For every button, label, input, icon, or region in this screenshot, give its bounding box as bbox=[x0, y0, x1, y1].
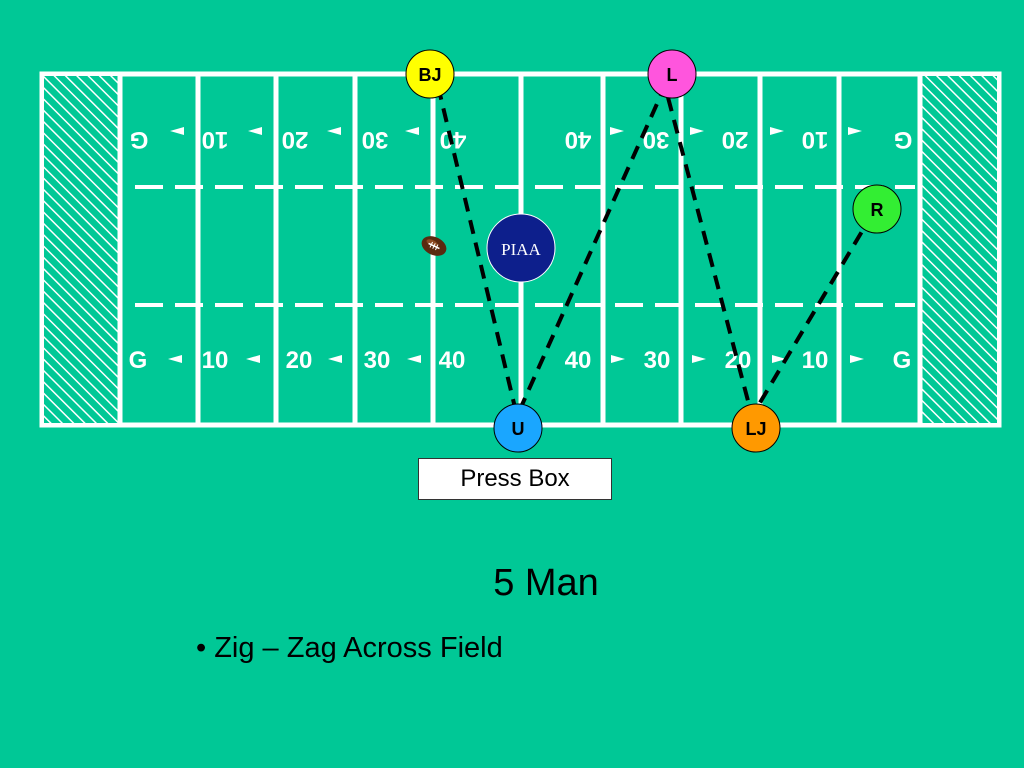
yard-number-top: G bbox=[130, 126, 149, 153]
yard-number-top: G bbox=[894, 126, 913, 153]
official-marker bbox=[647, 49, 697, 99]
yard-number-top: 20 bbox=[722, 126, 749, 153]
yard-number-bottom: 40 bbox=[565, 347, 592, 374]
arrow-marker bbox=[168, 355, 182, 363]
official-l: L bbox=[647, 49, 697, 99]
yard-number-bottom: 20 bbox=[286, 347, 313, 374]
arrow-marker bbox=[611, 355, 625, 363]
arrow-marker bbox=[772, 355, 786, 363]
yard-number-bottom: 10 bbox=[202, 347, 229, 374]
official-label: BJ bbox=[418, 65, 441, 85]
yard-number-top: 40 bbox=[440, 126, 467, 153]
yard-number-top: 30 bbox=[362, 126, 389, 153]
arrow-marker bbox=[328, 355, 342, 363]
yard-number-top: 40 bbox=[565, 126, 592, 153]
direction-arrows-top bbox=[170, 127, 862, 135]
arrow-marker bbox=[850, 355, 864, 363]
press-box-label: Press Box bbox=[460, 465, 570, 492]
official-marker bbox=[731, 403, 781, 453]
official-u: U bbox=[493, 403, 543, 453]
yard-number-bottom: 10 bbox=[802, 347, 829, 374]
slide-title: 5 Man bbox=[493, 562, 599, 604]
official-lj: LJ bbox=[731, 403, 781, 453]
arrow-marker bbox=[848, 127, 862, 135]
endzone-left bbox=[40, 72, 122, 427]
direction-arrows-bottom bbox=[168, 355, 864, 363]
official-marker bbox=[852, 184, 902, 234]
press-box: Press Box bbox=[418, 458, 612, 500]
midfield-logo-text: PIAA bbox=[501, 240, 541, 259]
yard-number-bottom: G bbox=[893, 347, 912, 374]
official-label: LJ bbox=[745, 419, 766, 439]
yard-number-top: 10 bbox=[802, 126, 829, 153]
arrow-marker bbox=[610, 127, 624, 135]
arrow-marker bbox=[248, 127, 262, 135]
official-bj: BJ bbox=[405, 49, 455, 99]
arrow-marker bbox=[405, 127, 419, 135]
yard-number-bottom: 30 bbox=[644, 347, 671, 374]
bullet-item: • Zig – Zag Across Field bbox=[196, 632, 503, 664]
arrow-marker bbox=[692, 355, 706, 363]
official-marker bbox=[405, 49, 455, 99]
official-marker bbox=[493, 403, 543, 453]
football-icon bbox=[421, 236, 447, 256]
official-r: R bbox=[852, 184, 902, 234]
arrow-marker bbox=[690, 127, 704, 135]
yard-numbers-bottom: G 10 20 30 40 40 30 20 10 G bbox=[129, 347, 912, 374]
arrow-marker bbox=[170, 127, 184, 135]
midfield-logo: PIAA bbox=[486, 213, 556, 283]
endzone-right bbox=[918, 72, 1001, 427]
yard-number-bottom: G bbox=[129, 347, 148, 374]
yard-number-top: 20 bbox=[282, 126, 309, 153]
arrow-marker bbox=[770, 127, 784, 135]
official-label: R bbox=[871, 200, 884, 220]
official-label: L bbox=[667, 65, 678, 85]
official-label: U bbox=[512, 419, 525, 439]
yard-number-bottom: 40 bbox=[439, 347, 466, 374]
yard-lines bbox=[117, 74, 923, 425]
arrow-marker bbox=[246, 355, 260, 363]
yard-number-top: 10 bbox=[202, 126, 229, 153]
yard-number-bottom: 30 bbox=[364, 347, 391, 374]
arrow-marker bbox=[327, 127, 341, 135]
arrow-marker bbox=[407, 355, 421, 363]
